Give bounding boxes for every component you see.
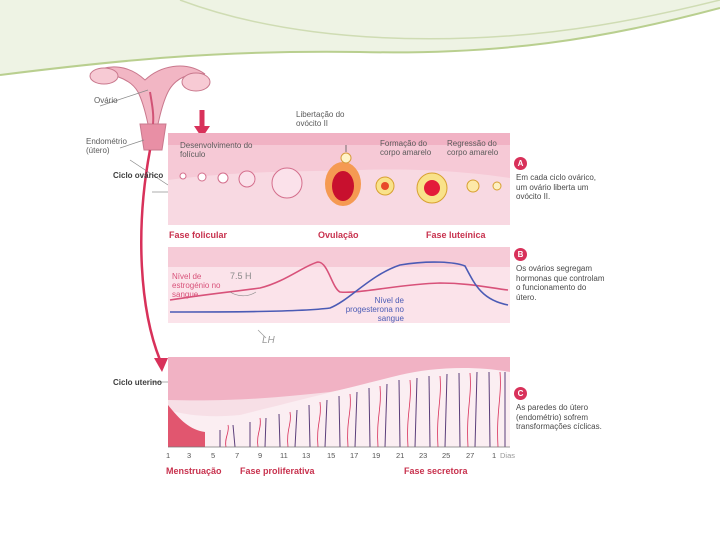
- day-tick: 15: [327, 451, 336, 460]
- endometrium-label: Endométrio (útero): [86, 137, 127, 155]
- panel-a-badge: A: [514, 157, 527, 170]
- ovarian-cycle-label: Ciclo ovárico: [113, 171, 164, 180]
- uterine-cycle-label: Ciclo uterino: [113, 378, 162, 387]
- panel-b-badge: B: [514, 248, 527, 261]
- days-unit-label: Dias: [500, 451, 516, 460]
- day-tick: 7: [235, 451, 240, 460]
- day-tick: 27: [466, 451, 475, 460]
- panel-c-description: As paredes do útero (endométrio) sofrem …: [516, 403, 602, 431]
- proliferative-phase-label: Fase proliferativa: [240, 466, 315, 476]
- follicular-phase-label: Fase folicular: [169, 230, 228, 240]
- oocyte-release-label: Libertação do ovócito II: [296, 110, 345, 128]
- follicle-development-label: Desenvolvimento do folículo: [180, 141, 253, 159]
- panel-b-description: Os ovários segregam hormonas que control…: [516, 264, 605, 302]
- day-tick: 11: [280, 451, 288, 460]
- day-tick: 13: [302, 451, 311, 460]
- ovulation-phase-label: Ovulação: [318, 230, 359, 240]
- corpus-luteum-formation-label: Formação do corpo amarelo: [380, 139, 432, 157]
- handwritten-lh-note: LH: [262, 335, 275, 346]
- progesterone-curve: [169, 261, 509, 313]
- day-tick: 25: [442, 451, 451, 460]
- panel-c-badge: C: [514, 387, 527, 400]
- day-tick: 3: [187, 451, 192, 460]
- progesterone-level-label: Nível de progesterona no sangue: [345, 296, 404, 323]
- secretory-phase-label: Fase secretora: [404, 466, 468, 476]
- day-tick: 17: [350, 451, 359, 460]
- day-tick: 23: [419, 451, 428, 460]
- estrogen-curve: [169, 261, 509, 301]
- corpus-luteum-regression-label: Regressão do corpo amarelo: [447, 139, 499, 157]
- day-tick: 1: [166, 451, 171, 460]
- day-tick: 5: [211, 451, 216, 460]
- estrogen-level-label: Nível de estrogénio no sangue: [172, 272, 221, 299]
- ovary-label: Ovário: [94, 96, 118, 105]
- slide-header-decoration: [0, 0, 720, 76]
- day-tick: 21: [396, 451, 405, 460]
- handwritten-note: 7.5 H: [230, 271, 252, 281]
- day-tick: 19: [372, 451, 381, 460]
- panel-a-description: Em cada ciclo ovárico, um ovário liberta…: [516, 173, 597, 201]
- menstruation-phase-label: Menstruação: [166, 466, 222, 476]
- day-tick: 9: [258, 451, 263, 460]
- luteal-phase-label: Fase luteínica: [426, 230, 486, 240]
- day-tick: 1: [492, 451, 497, 460]
